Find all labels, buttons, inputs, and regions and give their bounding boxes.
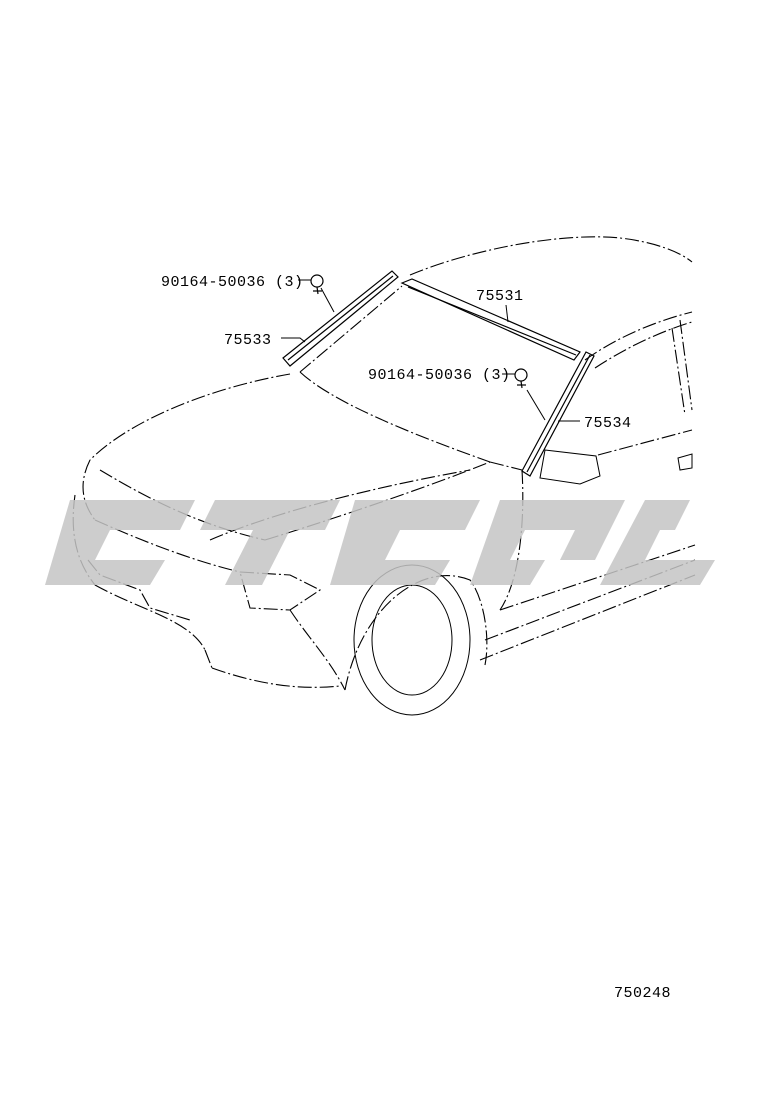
label-moulding-left: 75533 [224,332,272,349]
watermark-logo [45,500,715,585]
moulding-75534-shape [521,351,595,477]
car-body-drawing [72,236,696,716]
leader-lines [281,279,580,422]
label-moulding-right: 75534 [584,415,632,432]
clip-right-icon [514,368,528,389]
moulding-75531-shape [400,278,581,361]
moulding-75533-shape [282,270,399,367]
label-moulding-top: 75531 [476,288,524,305]
figure-id: 750248 [614,985,671,1002]
label-clip-right: 90164-50036 (3) [368,367,511,384]
label-clip-left: 90164-50036 (3) [161,274,304,291]
clip-left-icon [310,274,324,295]
